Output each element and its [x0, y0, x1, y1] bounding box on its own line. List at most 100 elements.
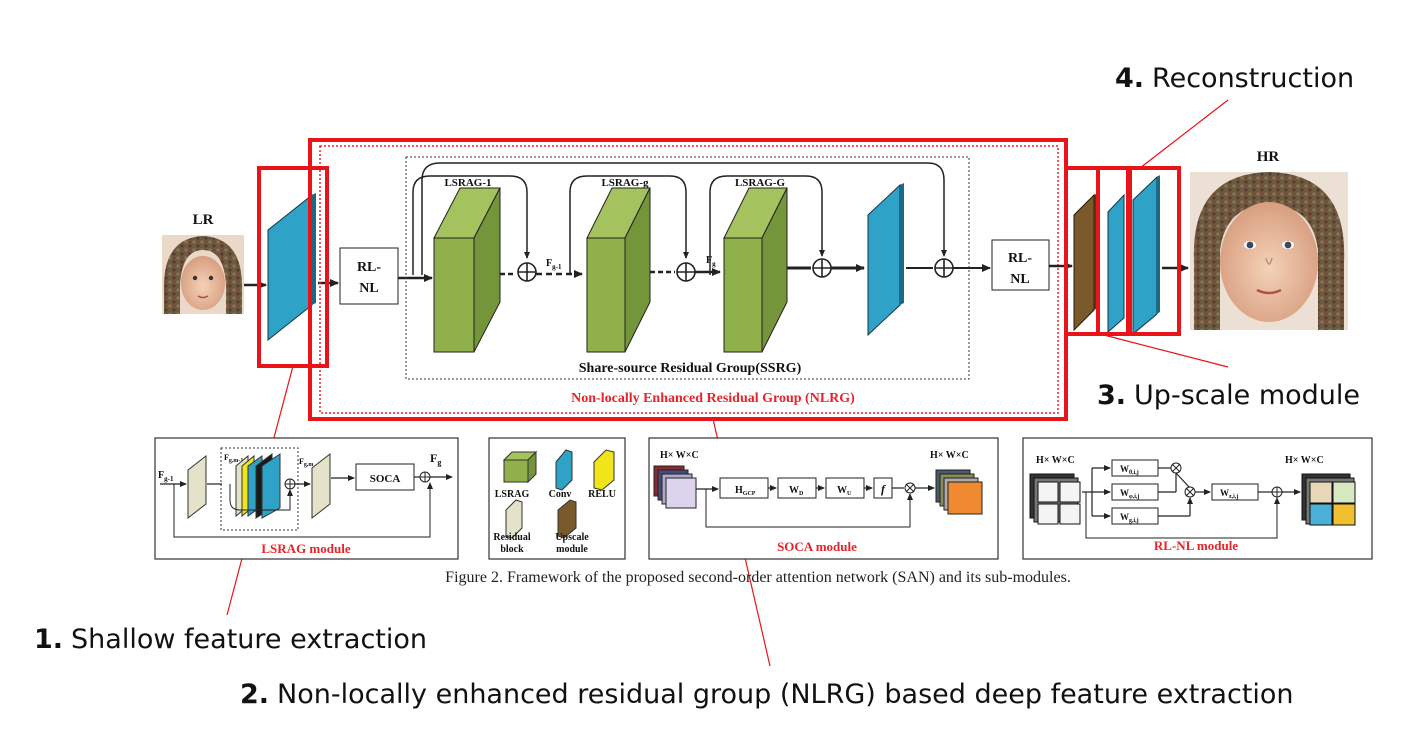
- lsrag-in-sub: g-1: [164, 475, 174, 483]
- soca-in-dims: H× W×C: [660, 450, 699, 461]
- svg-text:2.Non-locally enhanced residua: 2.Non-locally enhanced residual group (N…: [240, 679, 1294, 710]
- lsrag-mid-label: F: [224, 453, 229, 462]
- fg-label: F: [706, 255, 712, 266]
- rlnl-out-dims: H× W×C: [1285, 455, 1324, 466]
- legend-relu-label: RELU: [588, 489, 616, 500]
- rlnl-w4-label: W: [1220, 488, 1229, 498]
- ssrg-label: Share-source Residual Group(SSRG): [579, 361, 802, 376]
- nlrg-label: Non-locally Enhanced Residual Group (NLR…: [571, 391, 855, 406]
- svg-text:Wφ,i,j: Wφ,i,j: [1120, 488, 1139, 500]
- rlnl-module-panel: H× W×C Wθ,i,j Wφ,i,j Wg,i,j Wz,i,j: [1022, 437, 1373, 560]
- fg-sub: g: [712, 260, 716, 268]
- svg-text:3.Up-scale module: 3. Up-scale module: [1097, 380, 1360, 411]
- rlnl-in-dims: H× W×C: [1036, 455, 1075, 466]
- lsrag-mid2-label: F: [299, 457, 304, 466]
- svg-text:WD: WD: [789, 485, 804, 497]
- leader-line-4: [1139, 99, 1229, 169]
- soca-module-title: SOCA module: [777, 539, 857, 554]
- svg-text:Fg: Fg: [706, 255, 716, 268]
- callout-4-text: Reconstruction: [1152, 63, 1354, 94]
- soca-hgcp-label: H: [735, 485, 743, 496]
- lsrag-soca-label: SOCA: [370, 473, 401, 485]
- rlnl-block-1-label-a: RL-: [357, 260, 381, 275]
- callout-3-text: Up-scale module: [1134, 380, 1360, 411]
- sum-node-2: [676, 262, 696, 282]
- lr-image: [162, 235, 244, 314]
- legend-residual-label-b: block: [500, 544, 524, 555]
- svg-text:Fg: Fg: [430, 451, 441, 467]
- sum-node-3: [812, 258, 832, 278]
- hr-image: [1190, 172, 1348, 330]
- legend-panel: LSRAG Conv RELU Residual block Upscale m…: [488, 437, 626, 560]
- legend-relu-swatch: [593, 449, 615, 491]
- rlnl-w2-sub: φ,i,j: [1129, 494, 1139, 500]
- sum-node-1: [517, 262, 537, 282]
- skip-connection-1: [412, 175, 530, 275]
- lsrag-module-title: LSRAG module: [261, 541, 350, 556]
- lsrag-module-panel: Fg-1 Fg,m-1 Fg,m SOCA Fg LSRAG module: [154, 437, 459, 560]
- callout-2-num: 2.: [240, 679, 269, 710]
- nlrg-inner-dashed-box: [319, 145, 1059, 414]
- legend-upscale-swatch: [557, 499, 577, 539]
- lsrag-block-g: [586, 187, 651, 353]
- svg-text:Fg,m: Fg,m: [299, 457, 313, 468]
- rlnl-block-2-label-b: NL: [1010, 272, 1029, 287]
- soca-wu-sub: U: [847, 491, 852, 497]
- soca-wu-label: W: [837, 485, 847, 496]
- legend-residual-label-a: Residual: [493, 532, 530, 543]
- ssrg-conv-block: [867, 183, 904, 337]
- svg-text:Wθ,i,j: Wθ,i,j: [1120, 464, 1139, 476]
- lsrag-out-sub: g: [437, 458, 441, 467]
- skip-connection-long: [421, 162, 947, 275]
- legend-conv-swatch: [555, 449, 573, 491]
- soca-hgcp-sub: GCP: [743, 491, 756, 497]
- rlnl-block-1: [339, 247, 399, 305]
- soca-wd-label: W: [789, 485, 799, 496]
- lsrag-mid-sub: g,m-1: [229, 458, 244, 464]
- rlnl-block-2-label-a: RL-: [1008, 251, 1032, 266]
- rlnl-w4-sub: z,i,j: [1229, 494, 1238, 500]
- reconstruction-conv-block: [1132, 175, 1160, 336]
- callout-1-num: 1.: [34, 624, 63, 655]
- soca-f-label: f: [881, 482, 886, 496]
- lsrag-mid2-sub: g,m: [304, 462, 314, 468]
- rlnl-block-2: [991, 239, 1050, 291]
- soca-module-panel: H× W×C HGCP WD WU f H× W×C SOCA module: [648, 437, 999, 560]
- fg-minus-1-sub: g-1: [552, 263, 562, 271]
- callout-4-num: 4.: [1115, 63, 1144, 94]
- legend-upscale-label-a: Upscale: [555, 532, 589, 543]
- rlnl-w2-label: W: [1120, 488, 1129, 498]
- lsrag-block-1: [433, 187, 501, 353]
- svg-text:HGCP: HGCP: [735, 485, 756, 497]
- lsrag-out-label: F: [430, 451, 437, 465]
- callout-3-num: 3.: [1097, 380, 1126, 411]
- legend-residual-swatch: [505, 499, 523, 539]
- skip-connection-g: [569, 175, 689, 275]
- rlnl-block-1-label-b: NL: [359, 281, 378, 296]
- legend-lsrag-swatch: [502, 450, 538, 484]
- svg-text:Wg,i,j: Wg,i,j: [1120, 512, 1139, 524]
- sum-node-4: [934, 258, 954, 278]
- svg-text:Fg-1: Fg-1: [158, 470, 174, 483]
- skip-connection-G: [709, 175, 825, 275]
- rlnl-w1-sub: θ,i,j: [1129, 470, 1139, 476]
- svg-text:1.Shallow feature extraction: 1. Shallow feature extraction: [34, 624, 427, 655]
- upscale-conv-block: [1107, 193, 1125, 334]
- soca-wd-sub: D: [799, 491, 804, 497]
- rlnl-w3-label: W: [1120, 512, 1129, 522]
- rlnl-module-title: RL-NL module: [1154, 538, 1238, 553]
- leader-line-3: [1099, 333, 1229, 368]
- highlight-reconstruction: [1126, 166, 1181, 336]
- legend-conv-label: Conv: [549, 489, 572, 500]
- lr-label: LR: [193, 212, 214, 228]
- hr-label: HR: [1257, 149, 1280, 165]
- rlnl-w1-label: W: [1120, 464, 1129, 474]
- callout-1-text: Shallow feature extraction: [71, 624, 427, 655]
- svg-text:WU: WU: [837, 485, 852, 497]
- lsrag-1-label: LSRAG-1: [444, 177, 491, 189]
- figure-caption: Figure 2. Framework of the proposed seco…: [445, 569, 1071, 586]
- fg-minus-1-label: F: [546, 258, 552, 269]
- lsrag-G-label: LSRAG-G: [735, 177, 786, 189]
- svg-text:Fg,m-1: Fg,m-1: [224, 453, 243, 464]
